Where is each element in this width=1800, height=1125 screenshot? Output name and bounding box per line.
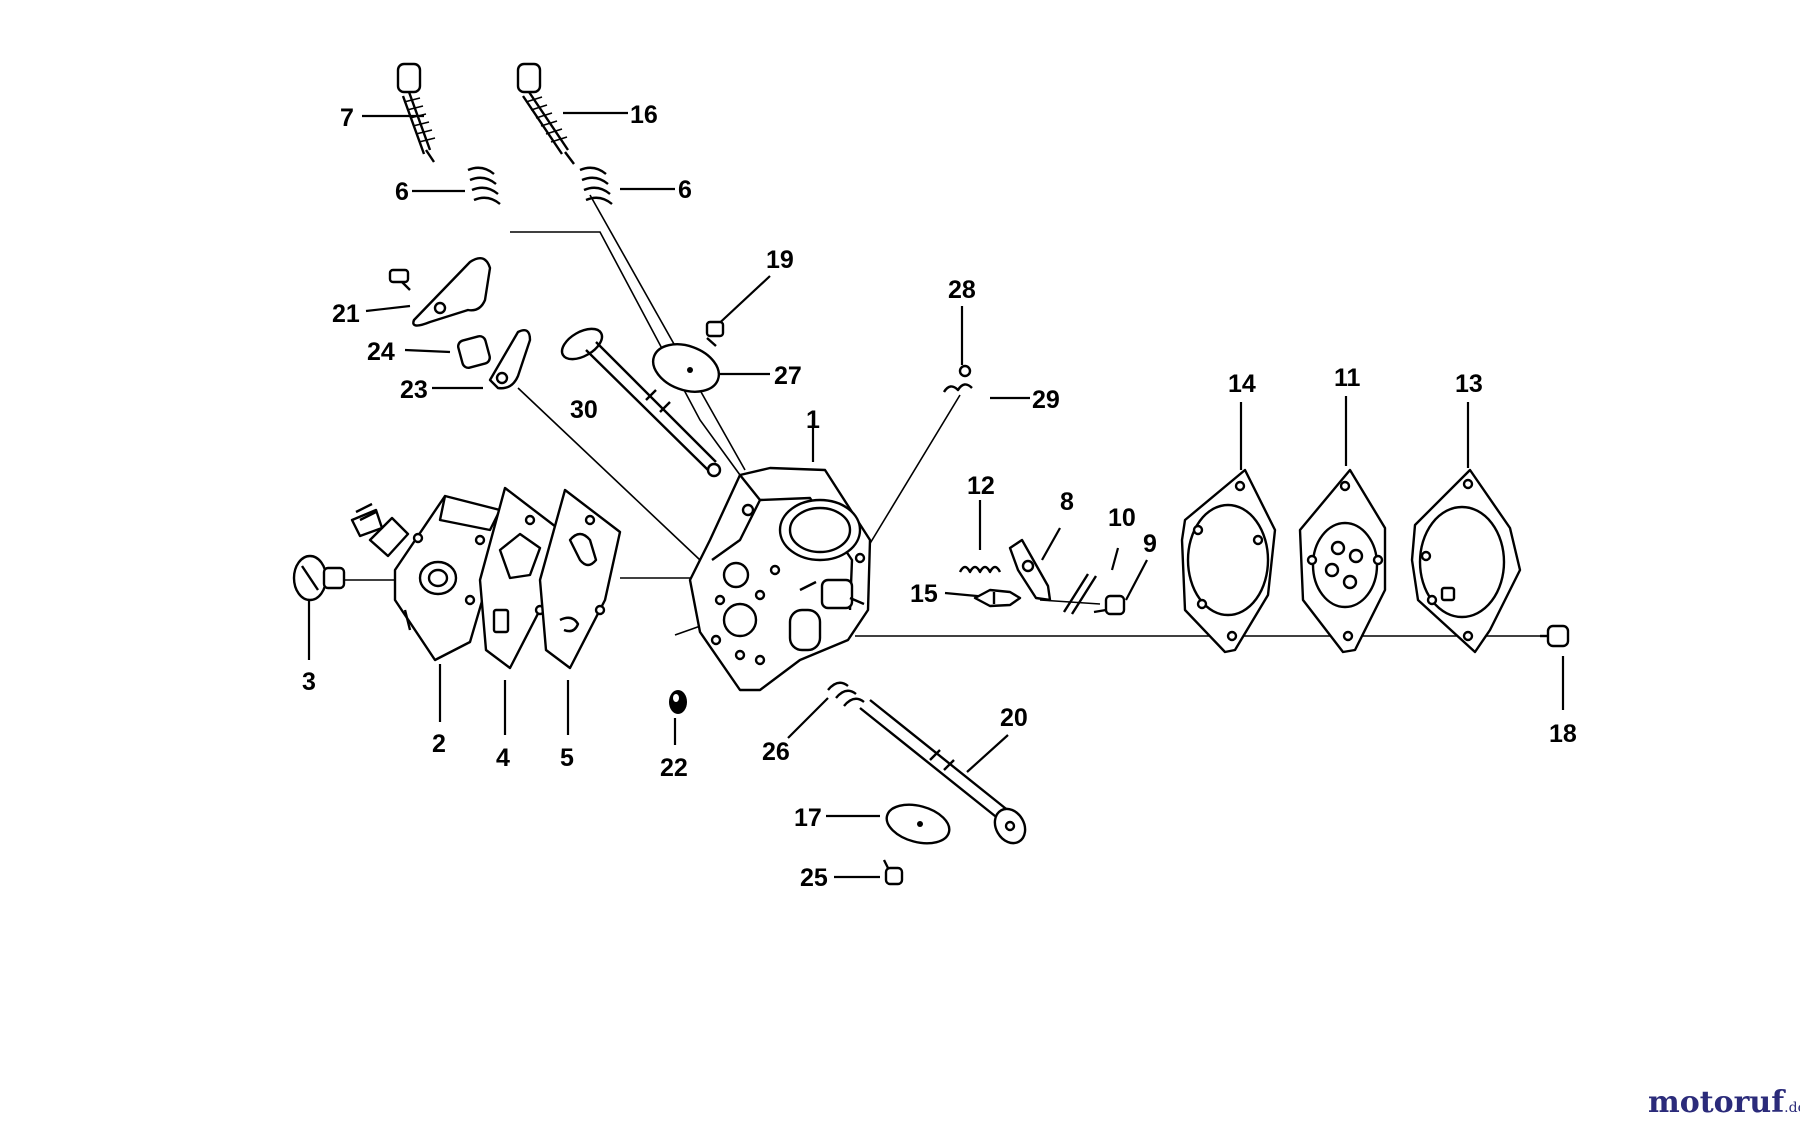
spring-12 [958,565,1002,574]
callout-20: 20 [1000,704,1028,732]
callout-26: 26 [762,738,790,766]
idle-screw [396,62,436,163]
parts [292,62,1570,886]
callout-6-right: 6 [678,176,692,204]
diaphragm-11 [1298,468,1387,654]
pump-cover-2 [350,494,502,662]
callout-28: 28 [948,276,976,304]
callout-4: 4 [496,744,510,772]
main-screw [516,62,575,165]
callout-27: 27 [774,362,802,390]
callout-30: 30 [570,396,598,424]
watermark: motoruf.de [1648,1085,1800,1120]
sleeve-24 [457,335,491,369]
callout-15: 15 [910,580,938,608]
callout-13: 13 [1455,370,1483,398]
watermark-tld: .de [1784,1100,1800,1116]
check-ball-28 [958,364,972,378]
cover-13 [1410,468,1522,654]
callout-17: 17 [794,804,822,832]
callout-1: 1 [806,406,820,434]
choke-plate-17 [885,803,951,845]
callout-19: 19 [766,246,794,274]
carburetor-body [688,466,872,692]
spring-29 [942,383,973,393]
plug-22 [669,690,687,714]
gasket-14 [1180,468,1277,654]
callout-23: 23 [400,376,428,404]
watermark-logo: motoruf.de [1648,1085,1800,1120]
spring-right [579,166,613,205]
callout-2: 2 [432,730,446,758]
watermark-brand: motoruf [1648,1085,1786,1120]
callout-labels: 7 16 6 6 19 21 24 23 27 30 28 29 1 14 11… [302,101,1577,892]
pin-10 [1062,573,1098,615]
diaphragm-5 [538,488,622,670]
inlet-needle-15 [973,588,1022,608]
callout-3: 3 [302,668,316,696]
plate-23 [488,329,532,390]
callout-22: 22 [660,754,688,782]
callout-9: 9 [1143,530,1157,558]
callout-12: 12 [967,472,995,500]
throttle-shaft-30 [560,327,722,478]
screw-18 [1540,624,1570,648]
callout-29: 29 [1032,386,1060,414]
callout-10: 10 [1108,504,1136,532]
callout-11: 11 [1334,364,1361,392]
callout-25: 25 [800,864,828,892]
callout-7: 7 [340,104,354,132]
callout-6-left: 6 [395,178,409,206]
small-screw-19 [705,320,725,347]
leader-lines [307,111,1565,879]
spring-26 [827,681,865,707]
assembly-lines [345,194,1548,637]
screw-25 [882,859,904,886]
lever-21 [388,256,492,327]
choke-shaft-20 [859,699,1027,845]
callout-5: 5 [560,744,574,772]
throttle-plate-27 [651,343,721,393]
metering-lever-8 [1008,538,1052,602]
callout-8: 8 [1060,488,1074,516]
callout-14: 14 [1228,370,1256,398]
screw-3 [292,554,346,602]
callout-18: 18 [1549,720,1577,748]
callout-21: 21 [332,300,360,328]
callout-16: 16 [630,101,658,129]
spring-left [467,166,501,205]
screw-9 [1093,594,1126,616]
callout-24: 24 [367,338,395,366]
